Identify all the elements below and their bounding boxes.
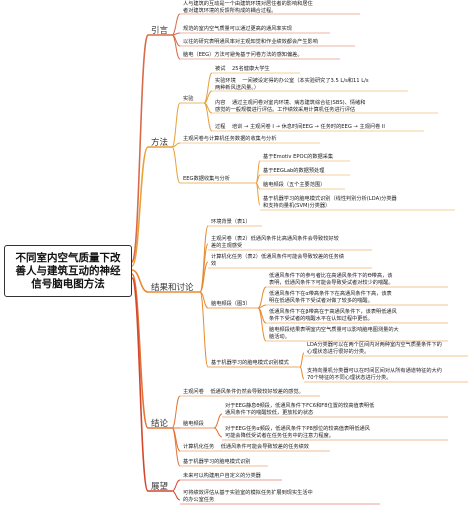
band-node: 脑电频段（图3） [211, 301, 251, 307]
conclusion-item: 基于机器学习的脑电模式识别 [183, 459, 251, 465]
eeg-item: 脑电频段（五个主要范围） [263, 182, 326, 188]
section-methods: 方法 [151, 138, 169, 148]
intro-item: 脑电（EEG）方法可避免基于问卷方法的感知偏差。 [183, 52, 303, 58]
experiment-item: 过程 培训 → 主观问卷 I → 休息时间EEG → 任务时的EEG → 主观问… [215, 124, 385, 130]
section-intro: 引言 [151, 26, 169, 36]
results-top-item: 环境背景（表1） [211, 219, 251, 225]
conclusion-item: 主观问卷 低通风条件仍然会导致较好较差的感觉。 [183, 389, 304, 395]
intro-item: 以往的研究表明通风率对主观知觉和作业绩效都会产生影响 [183, 39, 318, 45]
intro-item: 规范的室内空气质量可以通过更高的通风率实现 [183, 26, 292, 32]
band-item: 低通风条件下在β带高在于高通风条件下，该表明低通风 条件下受试者的喘醒水平在认知… [269, 309, 397, 322]
conclusion-band-item: 对于EEG静息θ频段，低通风条件下FC6和F8位置的较高值表明低 通风条件下的喘… [225, 403, 375, 416]
results-item: 计算机化任务（表2）低通风条件可能会导致较差的任务绩 效 [211, 254, 344, 267]
eeg-item: 基于Emotiv EPOC的数据采集 [263, 154, 334, 160]
results-item: 主观问卷（表2）低通风条件比高通风条件会导致较好较 差的主观感受 [211, 236, 339, 249]
conclusion-band-item: 对于EEG任务α频段，低通风条件下P8部位的较高值表明低通风 可能会降低受试者在… [225, 426, 370, 439]
ml-item: LDA分类器可以在两个区间内对两种室内空气质量条件下的 心理状态进行很好的分类。 [307, 342, 442, 355]
intro-item: 人与建筑的互动是一个由建筑环境对居住者的影响和居住 者对建筑环境的反馈所构成的耦… [183, 1, 313, 14]
outlook-item: 未来可以构建用户自定义的分类器 [183, 473, 261, 479]
band-item: 低通风条件下在α带高条件下在高通风条件下高，该表 明在低通风条件下受试者对做了较… [269, 291, 392, 304]
section-results: 结果和讨论 [151, 283, 194, 293]
experiment-item: 被试 25名健康大学生 [215, 66, 270, 72]
methods-simple-item: 主观问卷与计算机任务数据的收集与分析 [183, 136, 277, 142]
ml-item: 支持向量机分类器可以在时间区间对从所有通道特征的大约 70个特征的不同心理状态进… [307, 368, 442, 381]
conclusion-band-node: 脑电频段 [183, 421, 204, 427]
experiment-item: 实验环境 一间被设定得的办公室（本实验研究了3.5 L/s和11 L/s 两种新… [215, 78, 369, 91]
eeg-item: 基于EEGLab的数据预处理 [263, 168, 325, 174]
section-conclusion: 结论 [151, 419, 169, 429]
section-outlook: 展望 [151, 482, 169, 492]
eeg-item: 基于机器学习的脑电模式识别（线性判别分析(LDA)分类器 和支持向量机(SVM)… [263, 196, 397, 209]
experiment-item: 内容 通过主观问卷对室内环境、病态建筑综合征(SBS)、情绪和 感觉的一般规模进… [215, 100, 366, 113]
ml-node: 基于机器学习的脑电模式识别模式 [211, 360, 289, 366]
band-item: 低通风条件下的参与者比在高通风条件下的Ɵ带高，该 表明，低通风条件下可能会导致受… [269, 273, 394, 286]
band-item: 脑电频段结果表明室内空气质量可以影响脑电图测量的大 脑活动。 [269, 327, 399, 340]
outlook-item: 可将绩效评估从基于实验室的模拟任务扩展到现实生活中 的办公室任务 [183, 490, 313, 503]
root-topic: 不同室内空气质量下改 善人与建筑互动的神经 信号脑电图方法 [4, 245, 132, 297]
experiment-node: 实验 [183, 96, 194, 102]
eeg-node: EEG数据收集与分析 [183, 176, 230, 182]
conclusion-item: 计算机化任务 低通风条件可能会导致较差的任务绩效 [183, 444, 309, 450]
